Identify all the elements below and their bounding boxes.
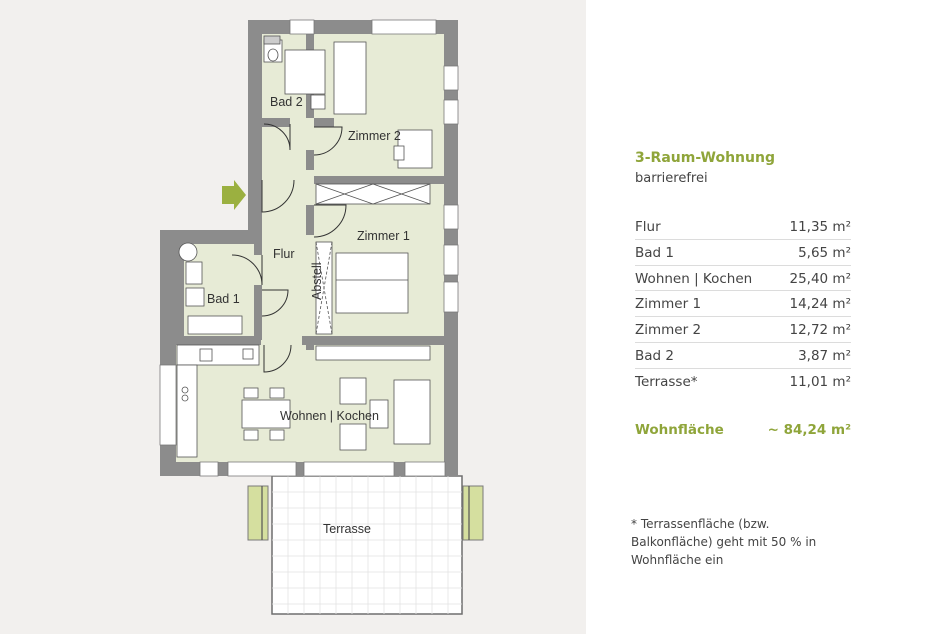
terrace — [271, 475, 463, 615]
room-row: Bad 1 5,65 m² — [635, 240, 851, 266]
room-row: Flur 11,35 m² — [635, 214, 851, 240]
room-row: Wohnen | Kochen 25,40 m² — [635, 266, 851, 292]
floor-plan-panel: Bad 2 Zimmer 2 Zimmer 1 Flur Bad 1 Abste… — [0, 0, 586, 634]
room-label-bad1: Bad 1 — [207, 292, 240, 306]
room-label-zimmer2: Zimmer 2 — [348, 129, 401, 143]
room-label-terrasse: Terrasse — [323, 522, 371, 536]
room-area: 3,87 m² — [798, 347, 851, 364]
apartment-title: 3-Raum-Wohnung — [635, 150, 775, 166]
room-area-list: Flur 11,35 m² Bad 1 5,65 m² Wohnen | Koche… — [635, 214, 851, 394]
living-kitchen-furniture — [176, 344, 431, 458]
room-label-wohnen: Wohnen | Kochen — [280, 409, 379, 423]
room-area: 11,01 m² — [789, 373, 851, 390]
floor-plan: Bad 2 Zimmer 2 Zimmer 1 Flur Bad 1 Abste… — [159, 19, 484, 615]
door-swings — [231, 123, 347, 373]
planter-right — [462, 485, 484, 541]
room-name: Terrasse* — [635, 373, 698, 390]
room-row: Terrasse* 11,01 m² — [635, 369, 851, 394]
room-name: Bad 2 — [635, 347, 674, 364]
total-living-area: Wohnfläche ~ 84,24 m² — [635, 422, 851, 438]
info-panel: 3-Raum-Wohnung barrierefrei Flur 11,35 m²… — [586, 0, 951, 634]
total-label: Wohnfläche — [635, 422, 724, 438]
room-name: Bad 1 — [635, 244, 674, 261]
windows — [159, 19, 459, 477]
room-area: 11,35 m² — [789, 219, 851, 235]
bathroom-2-fixtures — [263, 35, 326, 110]
room-area: 5,65 m² — [798, 244, 851, 261]
room-name: Zimmer 1 — [635, 296, 702, 313]
room-row: Zimmer 1 14,24 m² — [635, 291, 851, 318]
apartment-subtitle: barrierefrei — [635, 171, 708, 186]
entry-arrow-icon — [222, 180, 246, 210]
footnote: * Terrassenfläche (bzw. Balkonfläche) ge… — [631, 517, 817, 567]
room-label-flur: Flur — [273, 247, 295, 261]
bedroom-1-furniture — [315, 183, 431, 335]
room-label-bad2: Bad 2 — [270, 95, 303, 109]
room-row: Zimmer 2 12,72 m² — [635, 317, 851, 343]
room-name: Wohnen | Kochen — [635, 270, 753, 287]
room-name: Zimmer 2 — [635, 322, 702, 339]
room-name: Flur — [635, 219, 661, 235]
room-area: 14,24 m² — [789, 296, 851, 313]
room-area: 12,72 m² — [789, 322, 851, 339]
room-row: Bad 2 3,87 m² — [635, 343, 851, 369]
room-area: 25,40 m² — [789, 270, 851, 287]
planter-left — [247, 485, 269, 541]
bathroom-1-fixtures — [178, 242, 243, 335]
bedroom-2-furniture — [333, 41, 433, 169]
room-label-abstell: Abstell — [310, 262, 324, 300]
total-value: ~ 84,24 m² — [767, 422, 851, 438]
room-label-zimmer1: Zimmer 1 — [357, 229, 410, 243]
